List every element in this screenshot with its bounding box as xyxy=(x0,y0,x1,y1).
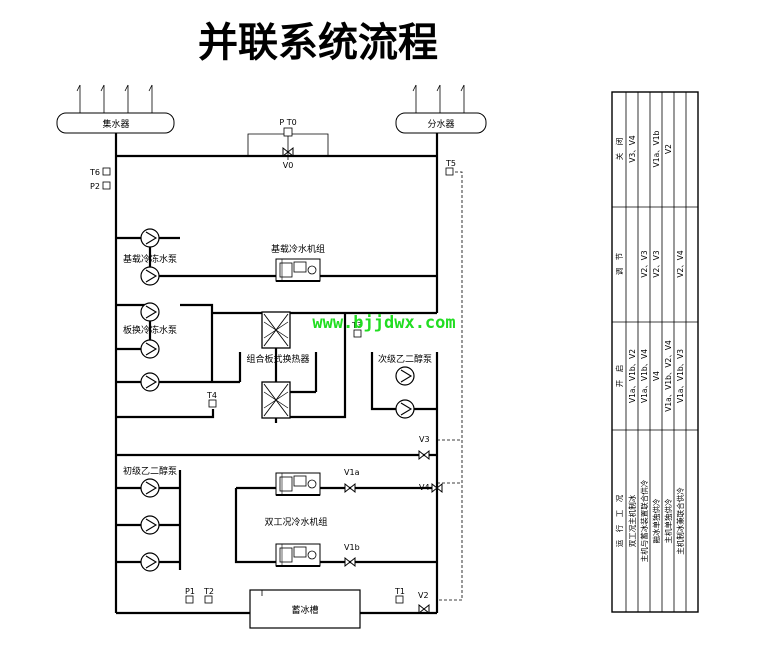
dual-chiller-label: 双工况冷水机组 xyxy=(264,516,327,528)
pump-icon xyxy=(140,302,160,322)
pump-icon xyxy=(140,228,160,248)
secondary-glycol-pumps xyxy=(395,366,415,419)
table-header-close: 关 闭 xyxy=(614,138,624,161)
table-cell: 双工况主机制冰 xyxy=(627,494,637,547)
tag-t4: T4 xyxy=(206,391,217,400)
primary-glycol-pump-label: 初级乙二醇泵 xyxy=(123,465,177,477)
collector-label: 集水器 xyxy=(102,118,129,130)
tag-v1a: V1a xyxy=(344,468,360,477)
sensor-markers xyxy=(102,127,454,604)
pump-icon xyxy=(140,552,160,572)
table-cell: 主机单独供冷 xyxy=(663,498,673,543)
pump-icon xyxy=(140,478,160,498)
table-cell: V2 xyxy=(664,144,673,154)
heat-exchanger-label: 组合板式换热器 xyxy=(246,353,309,365)
page-title: 并联系统流程 xyxy=(198,19,438,66)
valve-icon xyxy=(418,450,430,460)
table-cell: V4 xyxy=(652,371,661,381)
pump-icon xyxy=(140,372,160,392)
table-cell: V2、V3 xyxy=(652,250,661,278)
table-header-mode: 运 行 工 况 xyxy=(614,494,624,547)
table-cell: V3、V4 xyxy=(628,135,637,163)
valve-icon xyxy=(344,483,356,493)
table-cell: V1a、V1b xyxy=(652,130,661,167)
plate-exchange-pumps xyxy=(140,302,160,392)
heat-exchanger-icon xyxy=(261,311,291,349)
table-cell: V2、V3 xyxy=(640,250,649,278)
watermark-text: www.bjjdwx.com xyxy=(312,313,455,333)
tag-v3: V3 xyxy=(419,435,430,444)
tag-v1b: V1b xyxy=(344,543,360,552)
pump-icon xyxy=(140,266,160,286)
tag-p2: P2 xyxy=(90,182,100,191)
base-pump-label: 基载冷冻水泵 xyxy=(123,253,177,265)
tag-t1: T1 xyxy=(394,587,405,596)
table-header-adjust: 调 节 xyxy=(615,252,624,275)
secondary-glycol-pump-label: 次级乙二醇泵 xyxy=(378,353,432,365)
table-cell: V1a、V1b、V2、V4 xyxy=(664,340,673,412)
pump-icon xyxy=(140,339,160,359)
pump-icon xyxy=(395,366,415,386)
dual-chiller-icon xyxy=(275,472,321,496)
table-cell: V1a、V1b、V2 xyxy=(628,349,637,403)
tag-p1: P1 xyxy=(185,587,195,596)
pump-icon xyxy=(140,515,160,535)
operating-mode-table: 运 行 工 况 开 启 调 节 关 闭 双工况主机制冰 V1a、V1b、V2 V… xyxy=(611,91,699,613)
table-cell: 融冰单独供冷 xyxy=(651,498,661,543)
heat-exchanger-icon xyxy=(261,381,291,419)
pump-icon xyxy=(395,399,415,419)
table-cell: V2、V4 xyxy=(676,250,685,278)
dual-chiller-icon xyxy=(275,543,321,567)
ice-storage-tank: 蓄冰槽 xyxy=(249,589,361,629)
tag-v0: V0 xyxy=(283,161,294,170)
base-chiller-icon xyxy=(275,258,321,282)
table-cell: V1a、V1b、V4 xyxy=(640,349,649,403)
tag-t6: T6 xyxy=(89,168,100,177)
base-chiller-label: 基载冷水机组 xyxy=(271,243,325,255)
pipe-network xyxy=(114,133,463,615)
ice-tank-label: 蓄冰槽 xyxy=(291,604,318,616)
valve-icon xyxy=(344,557,356,567)
tag-p-t0: P T0 xyxy=(279,118,296,127)
primary-glycol-pumps xyxy=(140,478,160,572)
plate-pump-label: 板换冷冻水泵 xyxy=(123,324,177,336)
table-header-open: 开 启 xyxy=(614,365,624,388)
tag-t2: T2 xyxy=(203,587,214,596)
distributor-label: 分水器 xyxy=(427,118,454,130)
table-cell: V1a、V1b、V3 xyxy=(676,349,685,403)
distributor-header: 分水器 xyxy=(395,84,487,134)
collector-header: 集水器 xyxy=(56,84,175,134)
valve-icon xyxy=(418,604,430,614)
tag-t3: T3 xyxy=(351,321,362,330)
tag-v2: V2 xyxy=(418,591,429,600)
table-cell: 主机制冰兼联合供冷 xyxy=(675,487,685,555)
tag-t5: T5 xyxy=(445,159,456,168)
table-cell: 主机与蓄冰装置联合供冷 xyxy=(639,479,649,562)
tag-v4: V4 xyxy=(419,483,430,492)
